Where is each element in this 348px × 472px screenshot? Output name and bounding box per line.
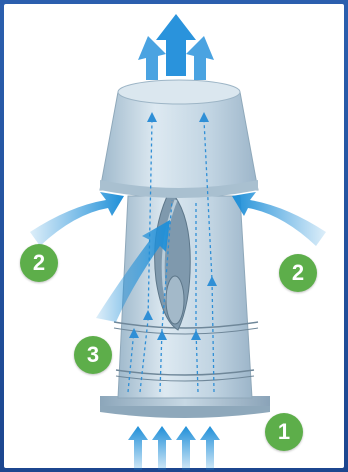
base-plate: [100, 396, 270, 418]
bottom-inlet-arrows-icon: [128, 426, 220, 470]
exhaust-arrows-icon: [138, 14, 214, 80]
internal-arrowheads: [129, 112, 217, 340]
callout-badge-2-left: 2: [20, 244, 58, 282]
side-inlet-arrow-left-icon: [30, 192, 124, 246]
callout-badge-1: 1: [265, 413, 303, 451]
top-cowl: [99, 79, 259, 198]
callout-badge-2-right: 2: [279, 254, 317, 292]
vane-inflow-arrow-icon: [96, 220, 170, 322]
side-inlet-arrow-right-icon: [232, 192, 326, 246]
callout-badge-3: 3: [74, 336, 112, 374]
